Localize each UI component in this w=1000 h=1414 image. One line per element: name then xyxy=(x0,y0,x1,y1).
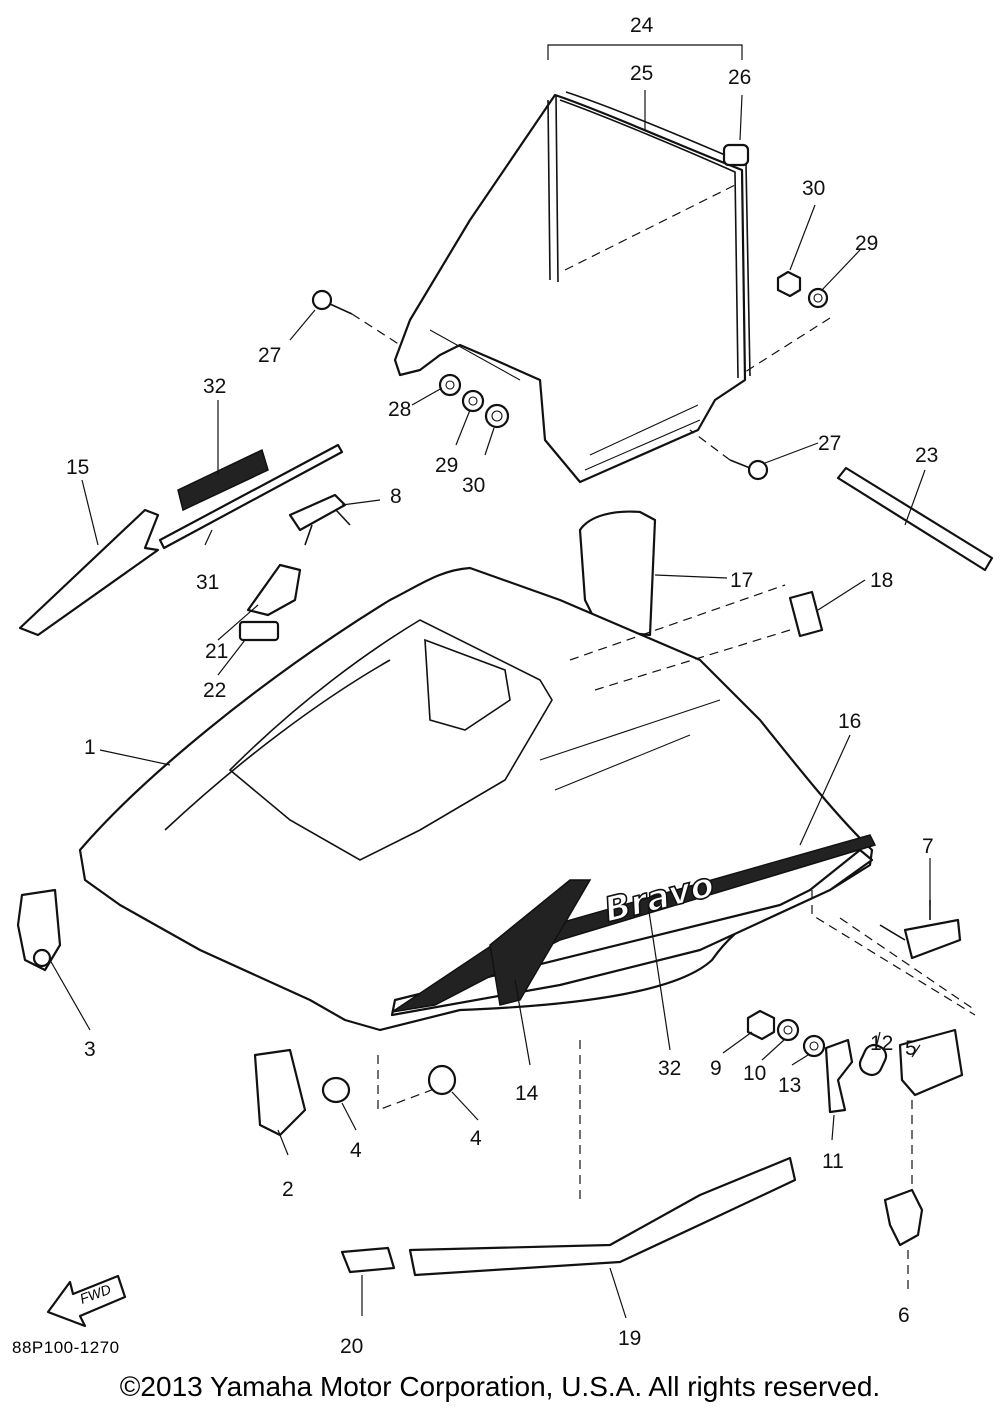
callout-4b: 4 xyxy=(470,1127,482,1150)
callout-28: 28 xyxy=(388,398,411,421)
callout-12: 12 xyxy=(870,1032,893,1055)
strip-23 xyxy=(836,466,994,572)
callout-30b: 30 xyxy=(462,474,485,497)
grommet-4a xyxy=(321,1076,351,1104)
trim-19 xyxy=(408,1156,797,1277)
pin-7 xyxy=(879,900,962,960)
callout-10: 10 xyxy=(743,1062,766,1085)
latch-hardware xyxy=(746,1009,964,1290)
callout-31: 31 xyxy=(196,571,219,594)
callout-3: 3 xyxy=(84,1038,96,1061)
callout-23: 23 xyxy=(915,444,938,467)
callout-6: 6 xyxy=(898,1304,910,1327)
callout-1: 1 xyxy=(84,736,96,759)
callout-labels: 24 25 26 30 29 27 32 15 8 31 21 22 28 29… xyxy=(66,14,938,1358)
fwd-arrow: FWD xyxy=(46,1274,127,1328)
callout-9: 9 xyxy=(710,1057,722,1080)
copyright-notice: ©2013 Yamaha Motor Corporation, U.S.A. A… xyxy=(119,1371,881,1402)
trim-20 xyxy=(340,1246,396,1274)
leader-lines xyxy=(49,44,931,1319)
callout-5: 5 xyxy=(905,1037,917,1060)
callout-29b: 29 xyxy=(435,454,458,477)
drawing-code: 88P100-1270 xyxy=(12,1338,120,1357)
grommet-4b xyxy=(427,1064,457,1096)
callout-17: 17 xyxy=(730,569,753,592)
callout-27b: 27 xyxy=(818,432,841,455)
windshield xyxy=(393,91,751,484)
part-22 xyxy=(238,620,280,642)
callout-16: 16 xyxy=(838,710,861,733)
seal-piece xyxy=(722,143,750,167)
callout-4a: 4 xyxy=(350,1139,362,1162)
decal-set xyxy=(18,443,344,637)
hinge-3 xyxy=(16,888,62,972)
callout-2: 2 xyxy=(282,1178,294,1201)
callout-24: 24 xyxy=(630,14,654,37)
callout-13: 13 xyxy=(778,1074,801,1097)
callout-21: 21 xyxy=(205,640,228,663)
callout-27: 27 xyxy=(258,344,281,367)
part-21 xyxy=(246,563,302,617)
callout-26: 26 xyxy=(728,66,751,89)
callout-30: 30 xyxy=(802,177,825,200)
callout-7: 7 xyxy=(922,835,934,858)
plate-18 xyxy=(788,590,824,638)
hinge-2 xyxy=(253,1048,307,1137)
callout-32b: 32 xyxy=(658,1057,681,1080)
bracket-8 xyxy=(288,493,351,546)
callout-29: 29 xyxy=(855,232,878,255)
callout-14: 14 xyxy=(515,1082,539,1105)
callout-11: 11 xyxy=(822,1150,844,1173)
callout-19: 19 xyxy=(618,1327,641,1350)
callout-22: 22 xyxy=(203,679,226,702)
callout-8: 8 xyxy=(390,485,402,508)
fastener-set-upper xyxy=(311,270,831,481)
callout-20: 20 xyxy=(340,1335,363,1358)
callout-25: 25 xyxy=(630,62,653,85)
callout-15: 15 xyxy=(66,456,89,479)
callout-32: 32 xyxy=(203,375,226,398)
callout-18: 18 xyxy=(870,569,893,592)
